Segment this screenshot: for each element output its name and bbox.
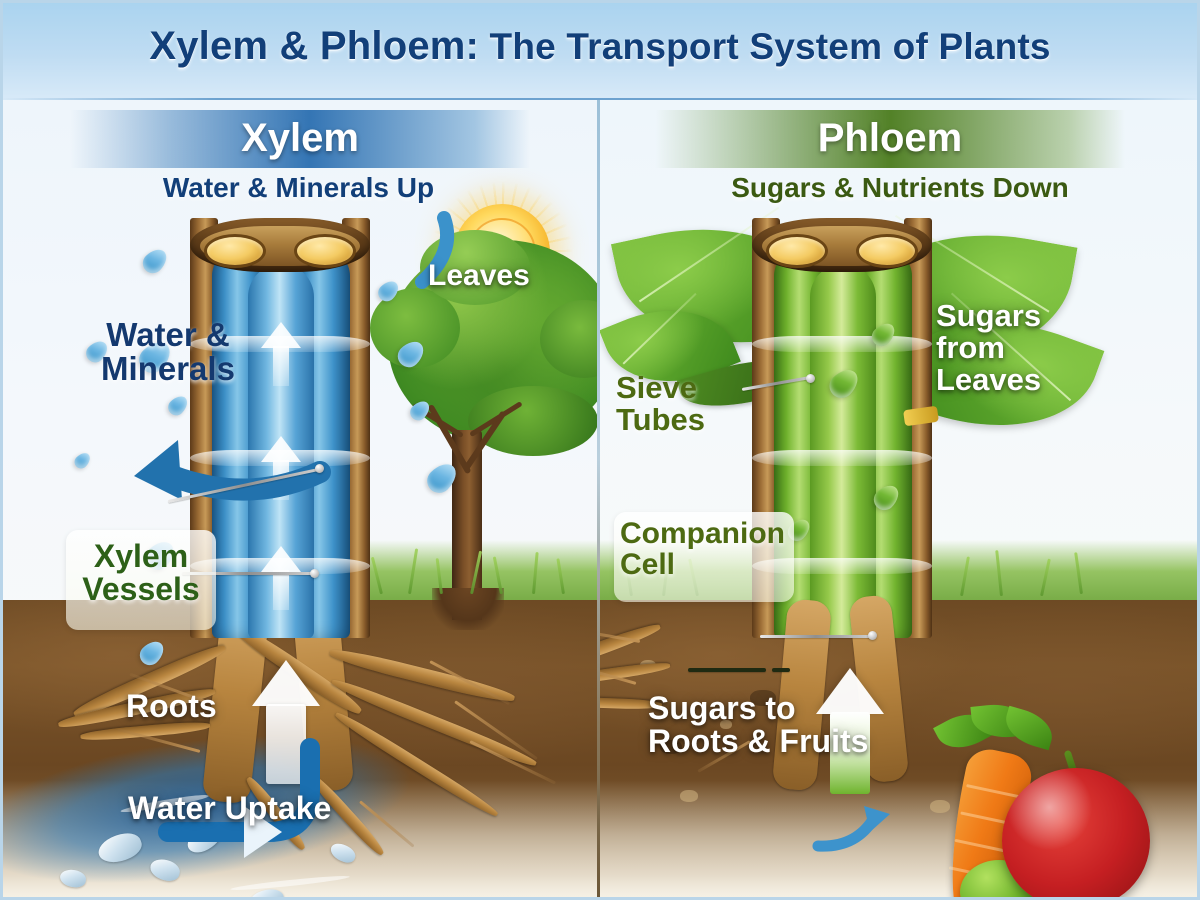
leader-dot [868,631,877,640]
leader-line-xylem-vessels-lower [182,572,314,575]
callout-companion-cell [614,512,794,602]
label-leaves: Leaves [428,259,530,292]
arrow-up-shaft [273,570,289,610]
page-title: Xylem & Phloem: The Transport System of … [0,24,1200,69]
leader-line-companion-cell [760,635,872,638]
companion-cell-marker [903,405,939,427]
sieve-plate-band [752,336,932,352]
arrow-up-icon [261,322,301,348]
transpiration-curve-icon [415,211,455,289]
curved-arrow-icon [134,440,331,501]
label-xylem-vessels: Xylem Vessels [82,538,200,608]
water-uptake-curve [158,738,320,858]
arrow-up-icon [261,546,301,572]
leader-dot [315,464,324,473]
arrow-up-icon [261,436,301,462]
leader-dot [806,374,815,383]
header-label-phloem: Phloem [817,116,963,160]
page-title-rest: The Transport System of Plants [479,26,1051,67]
soil-speck [680,790,698,802]
arrow-up-icon [816,668,884,714]
soil-speck [720,720,732,729]
header-bar-xylem [70,110,530,168]
page-title-strong: Xylem & Phloem: [149,24,480,68]
soil-clod [750,690,776,706]
subtitle-phloem: Sugars & Nutrients Down [731,172,1069,203]
phloem-stem-cutaway [752,218,939,638]
root-uptake-arrow-shaft [266,704,306,784]
sugar-to-roots-arrow-shaft [830,712,870,794]
label-water-minerals: Water & Minerals [101,316,235,388]
label-sugars-from-leaves: Sugars from Leaves [936,298,1042,398]
leader-dot [310,569,319,578]
panel-xylem: Water & Minerals Leaves Xylem Vessels Ro… [0,100,597,900]
label-companion-cell: Companion Cell [620,517,785,582]
label-sugars-to-roots: Sugars to Roots & Fruits [648,690,869,760]
arrow-up-shaft [273,346,289,386]
carrot-ridge [966,783,1024,799]
label-sieve-tubes: Sieve Tubes [616,370,705,438]
sieve-plate-band [752,558,932,574]
water-drop-icon [138,244,172,278]
title-band [0,0,1200,100]
leader-line-companion-cell-3 [772,668,790,672]
apple-icon [1002,768,1150,900]
vessel-opening-left [766,234,828,268]
label-roots: Roots [126,688,217,724]
subtitle-xylem: Water & Minerals Up [162,172,435,203]
arrow-up-icon [252,660,320,706]
vessel-opening-right [856,234,918,268]
soil-speck [930,800,950,813]
panel-divider [597,100,600,900]
soil-clod [660,740,682,754]
leader-line-companion-cell-2 [688,668,766,672]
tree-root-flare [432,588,504,630]
vessel-opening-left [204,234,266,268]
label-water-uptake: Water Uptake [128,790,332,826]
panel-phloem: Sieve Tubes Companion Cell Sugars from L… [600,100,1200,900]
sieve-plate-band [752,450,932,466]
vessel-opening-right [294,234,356,268]
curved-arrow-icon [812,806,890,852]
water-drop-icon [71,449,94,472]
title-divider-rule [0,98,1200,101]
header-bar-phloem [655,110,1125,168]
callout-xylem-vessels [66,530,216,630]
header-label-xylem: Xylem [241,116,359,160]
